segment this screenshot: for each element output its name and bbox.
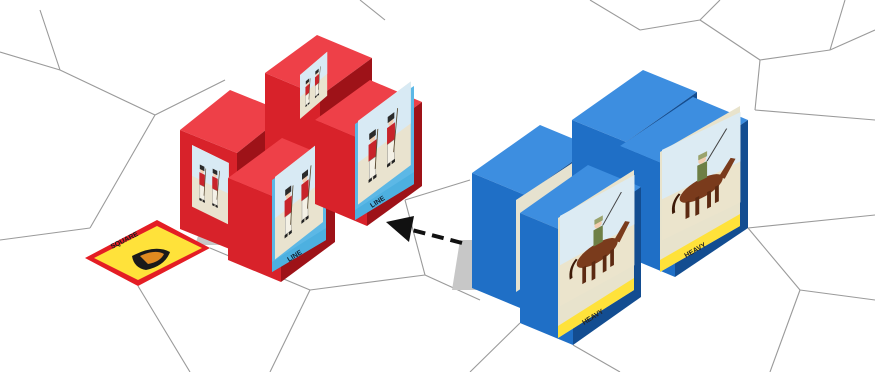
hex-edge [309,274,426,291]
square-formation-marker[interactable]: SQUARE [85,220,210,286]
hex-edge [59,69,156,116]
hex-edge [469,322,521,372]
arrow-head-icon [386,216,414,242]
red-unit-line-4[interactable]: LINE [315,80,422,226]
hex-edge [639,19,701,31]
hex-edge [0,51,61,71]
hex-edge [404,179,471,201]
hex-edge [829,29,875,51]
hex-edge [589,0,641,31]
hex-edge [747,227,801,291]
blue-unit-heavy-4[interactable]: HEAVY [520,165,641,345]
hex-edge [269,289,311,372]
movement-arrow [386,216,463,245]
hex-edge [39,9,61,71]
hex-edge [0,227,91,241]
hex-edge [572,344,621,372]
hex-edge [829,0,846,51]
red-infantry-stack: LINE LINE [180,35,422,282]
hex-edge [699,19,761,61]
blue-unit-label-band [660,214,740,272]
red-unit-label-band [272,228,326,272]
hex-edge [754,59,761,111]
hex-edge [747,214,875,229]
red-unit-line-3[interactable]: LINE [228,138,335,282]
blue-unit-heavy-3[interactable]: HEAVY [620,97,748,277]
hex-edge [799,289,875,301]
blue-cavalry-stack: HEAVY HEAVY [472,70,748,345]
hex-edge [404,199,426,276]
red-unit-label-band [355,172,414,220]
hex-edge [759,49,831,61]
hex-edge [89,114,156,229]
hex-edge [769,289,801,372]
blue-unit-label-band [558,278,634,338]
hex-edge [137,285,191,372]
hex-edge [359,0,386,21]
shield-emblem-icon [140,251,164,264]
hex-edge [154,79,226,116]
hex-edge [699,0,721,21]
hex-edge [754,109,875,121]
